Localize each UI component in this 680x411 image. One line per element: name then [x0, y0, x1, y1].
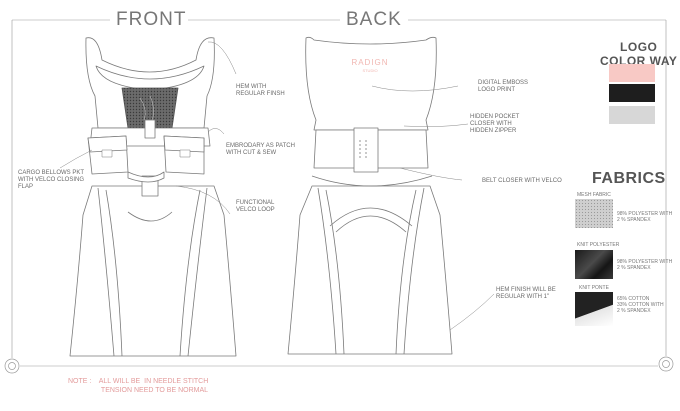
front-view-title: FRONT: [116, 9, 187, 30]
logo-print-text: RADIGN: [351, 58, 388, 67]
ponte-fold-icon: [575, 292, 613, 326]
knit-sheen-icon: [575, 250, 613, 279]
back-view-title: BACK: [346, 9, 402, 30]
back-logo-print: RADIGN STUDIO: [351, 58, 388, 73]
front-garment-sketch: [69, 37, 237, 357]
fabric-desc-knit-ponte: 65% COTTON 33% COTTON WITH 2 % SPANDEX: [617, 296, 664, 314]
callout-leaders: [59, 41, 495, 331]
colorway-swatch-pink: [609, 64, 655, 82]
logo-print-subtext: STUDIO: [362, 68, 377, 73]
callout-embroidery: EMBRODARY AS PATCH WITH CUT & SEW: [226, 143, 295, 156]
back-garment-sketch: [287, 36, 453, 355]
registration-mark-right-icon: [658, 356, 674, 372]
callout-hidden-pocket: HIDDEN POCKET CLOSER WITH HIDDEN ZIPPER: [470, 114, 520, 134]
callout-cargo-pocket: CARGO BELLOWS PKT WITH VELCO CLOSING FLA…: [18, 170, 85, 190]
registration-mark-left-icon: [4, 358, 20, 374]
fabric-label-mesh: MESH FABRIC: [577, 192, 611, 198]
page-frame: [11, 19, 667, 367]
fabrics-title: FABRICS: [592, 170, 666, 187]
fabric-label-knit-ponte: KNIT PONTE: [579, 285, 609, 291]
fabric-label-knit-polyester: KNIT POLYESTER: [577, 242, 620, 248]
mesh-pattern-icon: [575, 199, 613, 228]
fabric-desc-knit-polyester: 98% POLYESTER WITH 2 % SPANDEX: [617, 259, 673, 271]
callout-emboss: DIGITAL EMBOSS LOGO PRINT: [478, 80, 529, 93]
callout-hem: HEM WITH REGULAR FINSH: [236, 84, 285, 97]
stitch-note: NOTE : ALL WILL BE IN NEEDLE STITCH TENS…: [68, 378, 209, 394]
callout-velcro-loop: FUNCTIONAL VELCO LOOP: [236, 200, 275, 213]
callout-belt-closer: BELT CLOSER WITH VELCO: [482, 178, 562, 184]
colorway-swatch-black: [609, 84, 655, 102]
colorway-swatch-grey: [609, 106, 655, 124]
callout-hem-finish: HEM FINISH WILL BE REGULAR WITH 1": [496, 287, 556, 300]
fabric-desc-mesh: 98% POLYESTER WITH 2 % SPANDEX: [617, 211, 673, 223]
